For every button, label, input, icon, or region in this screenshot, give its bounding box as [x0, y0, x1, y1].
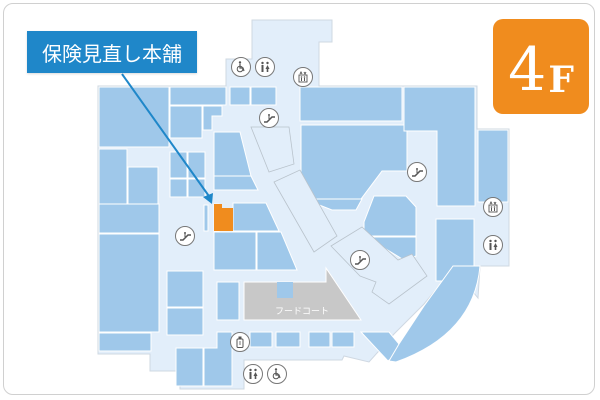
- store-block: [98, 332, 152, 352]
- store-block: [229, 86, 251, 106]
- floor-plan: [97, 19, 510, 390]
- store-block: [127, 166, 159, 205]
- store-block: [363, 195, 417, 237]
- store-block: [477, 129, 509, 203]
- store-block: [256, 231, 298, 271]
- store-block: [203, 331, 233, 387]
- store-block: [331, 331, 355, 348]
- store-block: [249, 331, 273, 348]
- store-block: [308, 331, 331, 348]
- store-block: [169, 105, 203, 139]
- food-court-label: フードコート: [274, 307, 329, 317]
- store-block: [250, 86, 277, 106]
- store-block: [203, 204, 209, 232]
- wheelchair-icon[interactable]: [231, 57, 251, 77]
- floor-unit: F: [548, 59, 574, 101]
- store-block: [98, 233, 160, 333]
- store-block: [299, 86, 403, 122]
- escalator-icon[interactable]: [407, 162, 427, 182]
- escalator-icon[interactable]: [350, 250, 370, 270]
- store-block: [175, 347, 204, 387]
- store-block: [98, 148, 128, 205]
- store-block: [277, 282, 293, 298]
- highlighted-store-marker[interactable]: [214, 204, 233, 231]
- store-block: [98, 86, 170, 148]
- restroom-icon[interactable]: [255, 57, 275, 77]
- atrium-outlines: [250, 126, 428, 305]
- food-court-area: [243, 266, 362, 321]
- wheelchair-icon[interactable]: [267, 364, 287, 384]
- restroom-icon[interactable]: [483, 235, 503, 255]
- store-block: [166, 270, 204, 308]
- floor-number: 4: [508, 35, 547, 105]
- store-block: [216, 281, 240, 321]
- floor-map-frame: 保険見直し本舗 4 F フードコート: [3, 3, 595, 395]
- store-block: [403, 86, 476, 207]
- store-block: [213, 175, 259, 191]
- store-block: [187, 151, 206, 179]
- restroom-icon[interactable]: [243, 364, 263, 384]
- store-block: [98, 203, 160, 234]
- nursing-room-icon[interactable]: [230, 332, 250, 352]
- store-block: [169, 151, 188, 179]
- store-block: [202, 105, 223, 131]
- store-block: [213, 231, 257, 271]
- escalator-icon[interactable]: [259, 108, 279, 128]
- highlighted-store-label[interactable]: 保険見直し本舗: [27, 31, 197, 73]
- store-block: [169, 86, 227, 106]
- store-block: [275, 331, 301, 348]
- pointer-arrow-line: [121, 73, 212, 200]
- store-block: [169, 178, 188, 198]
- floor-indicator-badge: 4 F: [493, 19, 589, 114]
- store-block: [388, 265, 481, 363]
- store-block: [303, 198, 363, 211]
- elevator-icon[interactable]: [483, 197, 503, 217]
- pointer-arrowhead: [203, 193, 213, 204]
- elevator-icon[interactable]: [293, 67, 313, 87]
- store-blocks: [98, 86, 509, 387]
- escalator-icon[interactable]: [175, 226, 195, 246]
- store-block: [166, 307, 204, 336]
